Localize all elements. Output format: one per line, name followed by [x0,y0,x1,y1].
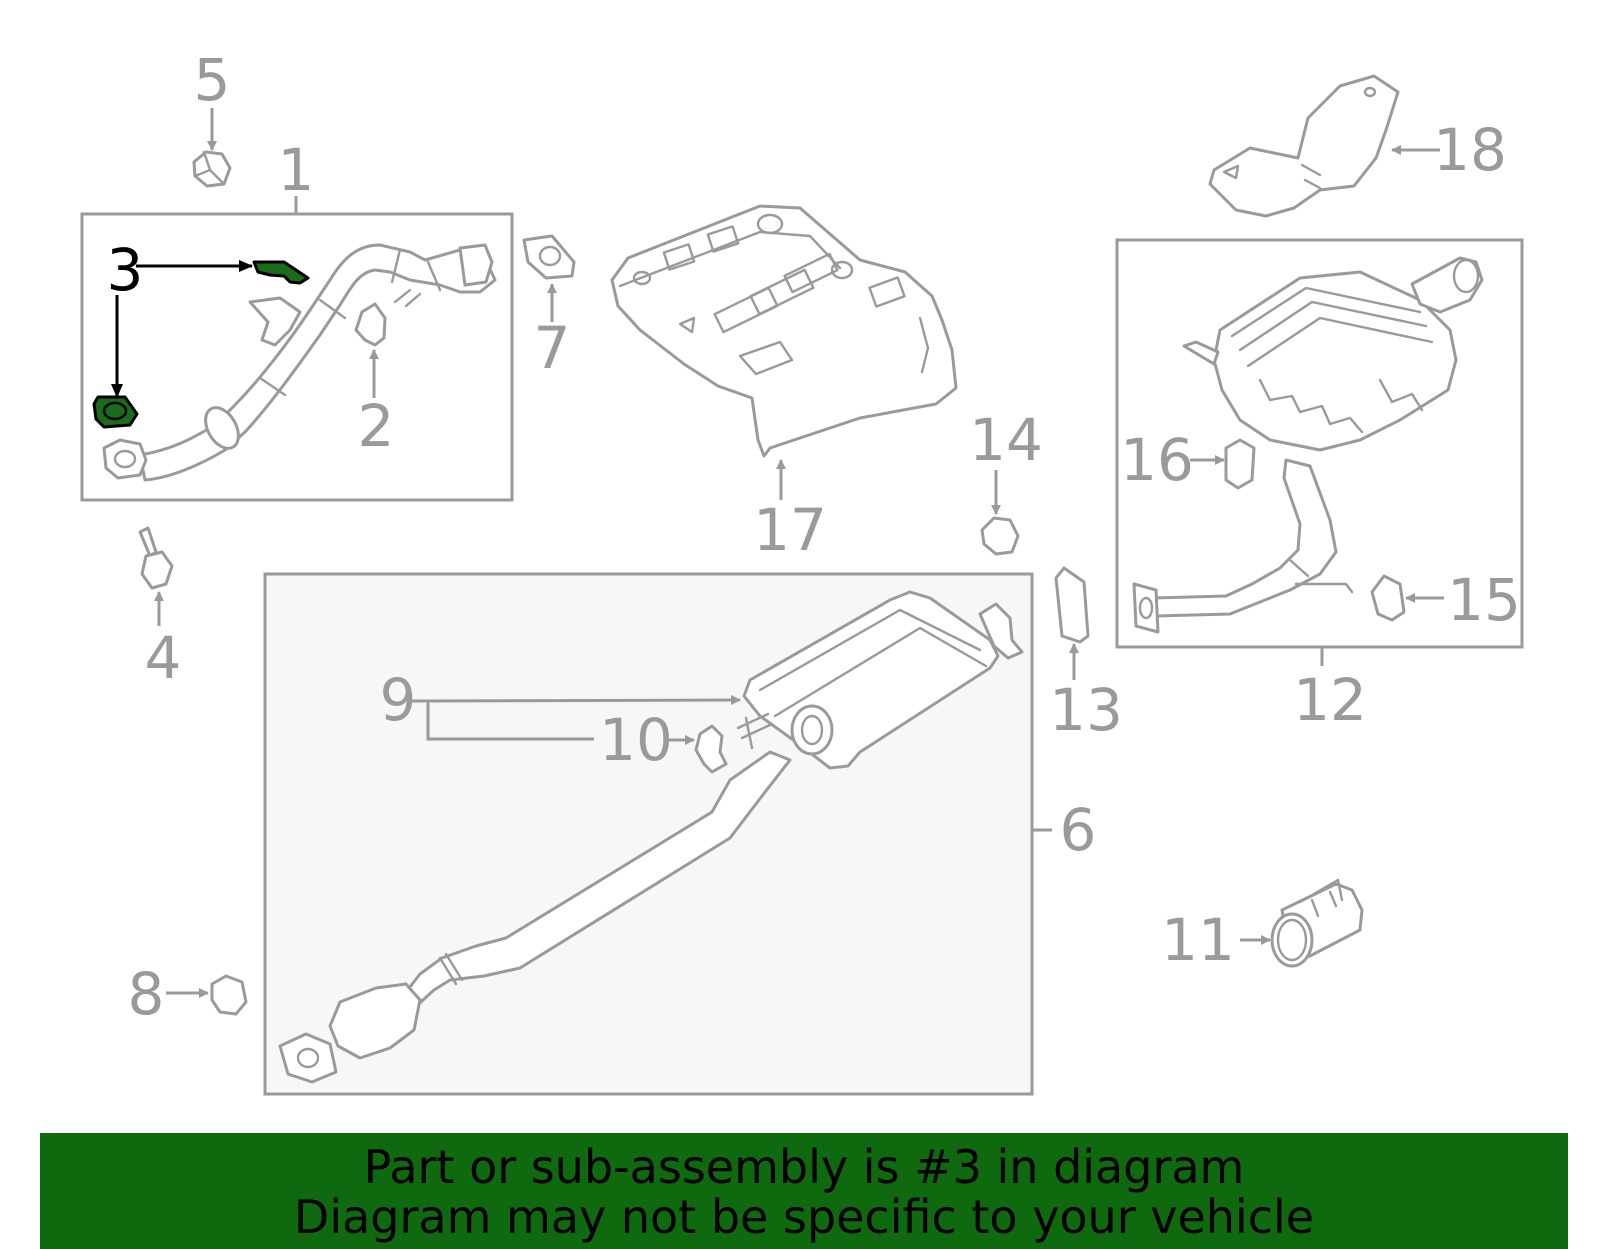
callout-1: 1 [278,136,315,204]
callout-2: 2 [358,392,395,460]
part-14-nut [980,470,1020,556]
part-13-gasket [1054,566,1090,680]
front-pipe-group [80,196,514,502]
part-3-gasket-upper[interactable] [252,260,310,285]
callout-17: 17 [753,496,827,564]
callout-13: 13 [1049,676,1123,744]
callout-6: 6 [1060,796,1097,864]
part-17-heat-shield [610,204,958,500]
part-5-nut [192,108,232,188]
callout-5: 5 [194,46,231,114]
part-4-bolt [138,526,174,626]
callout-9: 9 [380,666,417,734]
callout-3[interactable]: 3 [107,236,144,304]
part-8-nut [166,974,248,1016]
part-7-gasket [522,234,576,322]
part-11-clamp [1240,878,1364,968]
callout-10: 10 [599,706,673,774]
callout-18: 18 [1433,116,1507,184]
callout-11: 11 [1161,906,1235,974]
rear-muffler-group [1115,238,1524,666]
callout-16: 16 [1120,426,1194,494]
center-pipe-group [263,572,1052,1096]
callout-15: 15 [1447,566,1521,634]
callout-14: 14 [969,406,1043,474]
banner-line-2: Diagram may not be specific to your vehi… [293,1190,1315,1244]
callout-4: 4 [145,624,182,692]
callout-7: 7 [534,314,571,382]
part-18-heat-shield [1208,74,1440,218]
callout-12: 12 [1293,666,1367,734]
callout-8: 8 [128,960,165,1028]
banner-line-1: Part or sub-assembly is #3 in diagram [363,1140,1245,1194]
info-banner: Part or sub-assembly is #3 in diagram Di… [40,1133,1568,1249]
